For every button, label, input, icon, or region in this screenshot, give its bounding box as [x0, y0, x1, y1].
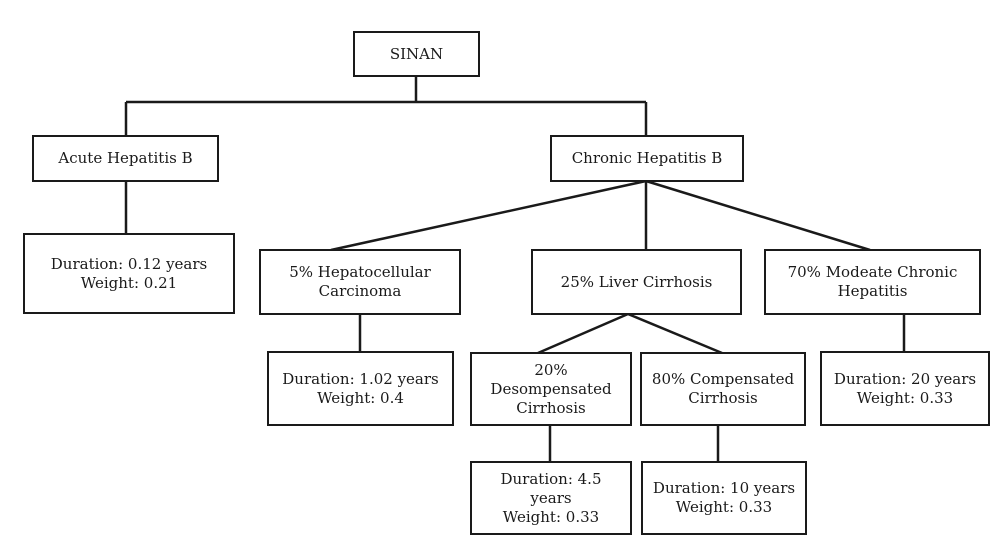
- node-acute-hepatitis-b: Acute Hepatitis B: [32, 135, 219, 182]
- node-sinan-label: SINAN: [389, 44, 444, 63]
- edge-cirrhosis-decompensated: [537, 312, 629, 355]
- node-hepatocellular-carcinoma-label: 5% Hepatocellular Carcinoma: [289, 263, 431, 300]
- node-compensated-outcome: Duration: 10 years Weight: 0.33: [641, 461, 807, 535]
- node-acute-outcome: Duration: 0.12 years Weight: 0.21: [23, 233, 235, 314]
- node-sinan: SINAN: [353, 31, 480, 77]
- node-acute-hepatitis-b-label: Acute Hepatitis B: [58, 149, 193, 167]
- node-moderate-chronic-hepatitis: 70% Modeate Chronic Hepatitis: [764, 249, 981, 315]
- node-decompensated-cirrhosis-label: 20% Desompensated Cirrhosis: [490, 360, 612, 417]
- node-hcc-outcome: Duration: 1.02 years Weight: 0.4: [267, 351, 454, 426]
- edge-chronic-hcc: [330, 179, 647, 252]
- node-chronic-hepatitis-b: Chronic Hepatitis B: [550, 135, 744, 182]
- node-moderate-outcome-label: Duration: 20 years Weight: 0.33: [833, 369, 977, 407]
- node-compensated-cirrhosis: 80% Compensated Cirrhosis: [640, 352, 806, 426]
- node-decompensated-outcome-label: Duration: 4.5 years Weight: 0.33: [500, 469, 602, 526]
- node-hepatocellular-carcinoma: 5% Hepatocellular Carcinoma: [259, 249, 461, 315]
- node-acute-outcome-label: Duration: 0.12 years Weight: 0.21: [50, 254, 208, 292]
- edge-cirrhosis-compensated: [627, 312, 723, 355]
- node-liver-cirrhosis: 25% Liver Cirrhosis: [531, 249, 742, 315]
- node-compensated-outcome-label: Duration: 10 years Weight: 0.33: [652, 479, 796, 516]
- node-hcc-outcome-label: Duration: 1.02 years Weight: 0.4: [282, 369, 439, 407]
- node-liver-cirrhosis-label: 25% Liver Cirrhosis: [560, 272, 713, 291]
- node-moderate-chronic-hepatitis-label: 70% Modeate Chronic Hepatitis: [787, 263, 958, 300]
- node-chronic-hepatitis-b-label: Chronic Hepatitis B: [571, 149, 723, 167]
- node-decompensated-cirrhosis: 20% Desompensated Cirrhosis: [470, 352, 632, 426]
- node-compensated-cirrhosis-label: 80% Compensated Cirrhosis: [651, 370, 795, 407]
- node-decompensated-outcome: Duration: 4.5 years Weight: 0.33: [470, 461, 632, 535]
- edge-chronic-moderate: [645, 179, 871, 252]
- node-moderate-outcome: Duration: 20 years Weight: 0.33: [820, 351, 990, 426]
